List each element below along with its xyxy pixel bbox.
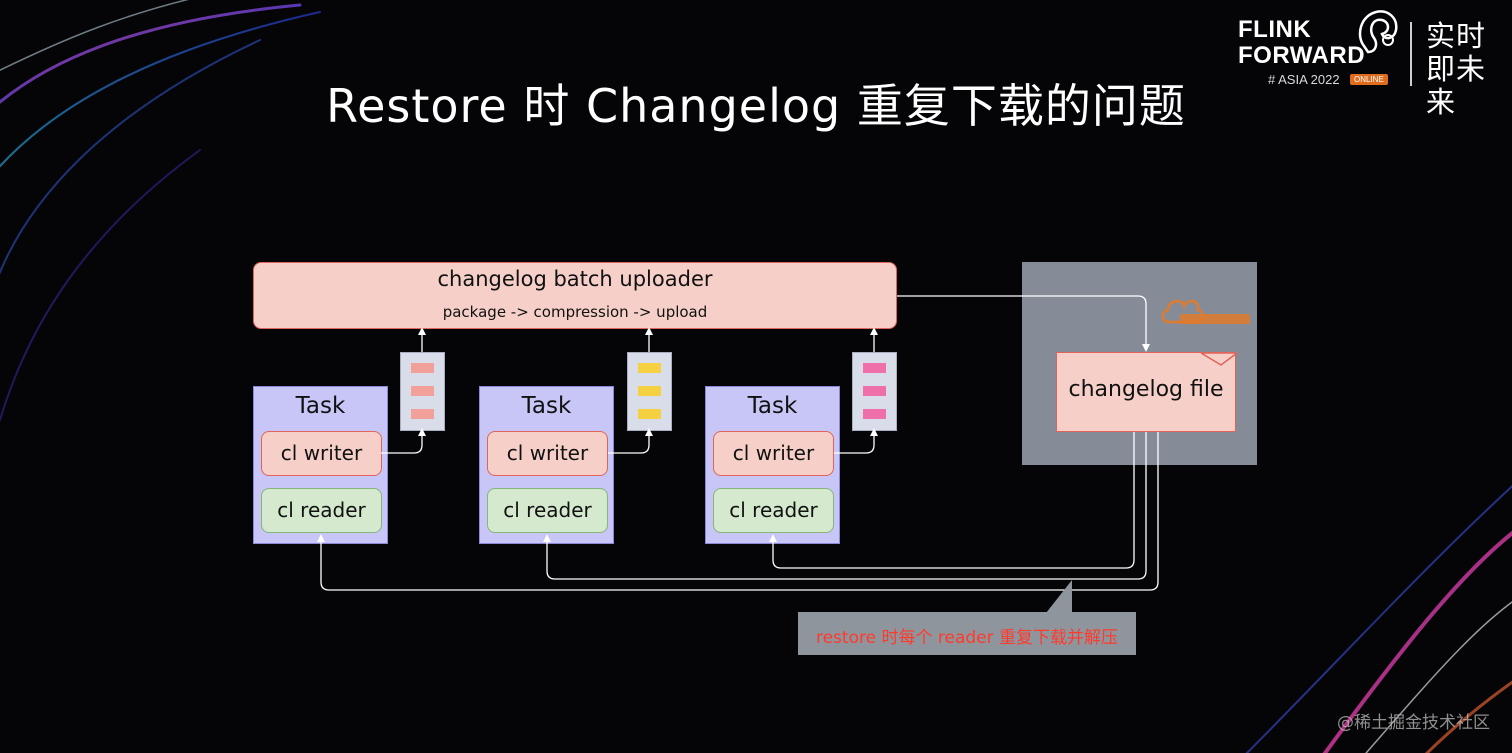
queue-item (863, 409, 886, 419)
slide-title: Restore 时 Changelog 重复下载的问题 (326, 79, 1186, 133)
task-label: Task (747, 393, 798, 419)
page-fold-icon (1201, 352, 1237, 366)
task-box-2: Task cl writer cl reader (479, 386, 614, 544)
logo-slogan: 实时即未来 (1426, 19, 1487, 119)
logo-event: # ASIA 2022 (1268, 72, 1340, 87)
task-box-3: Task cl writer cl reader (705, 386, 840, 544)
cl-writer: cl writer (487, 431, 608, 476)
cl-reader: cl reader (261, 488, 382, 533)
batch-uploader: changelog batch uploader package -> comp… (253, 262, 897, 329)
uploader-subtitle: package -> compression -> upload (442, 303, 708, 321)
task-label: Task (295, 393, 346, 419)
queue-item (638, 409, 661, 419)
task-label: Task (521, 393, 572, 419)
cl-reader: cl reader (487, 488, 608, 533)
cl-writer: cl writer (261, 431, 382, 476)
logo-forward: FORWARD (1238, 42, 1366, 69)
oss-cloud-icon (1161, 299, 1250, 324)
logo-online-badge: ONLINE (1350, 74, 1388, 85)
cl-reader: cl reader (713, 488, 834, 533)
queue-3 (852, 352, 897, 431)
cl-writer: cl writer (713, 431, 834, 476)
queue-item (863, 363, 886, 373)
queue-2 (627, 352, 672, 431)
queue-item (411, 363, 434, 373)
callout-box: restore 时每个 reader 重复下载并解压 (798, 612, 1136, 655)
flink-forward-logo: FLINK FORWARD # ASIA 2022 ONLINE 实时即未来 (1234, 10, 1504, 119)
callout-text: restore 时每个 reader 重复下载并解压 (815, 628, 1118, 648)
logo-divider (1410, 22, 1412, 86)
squirrel-icon (1358, 10, 1398, 54)
logo-flink: FLINK (1238, 16, 1312, 43)
changelog-file-label: changelog file (1068, 377, 1224, 402)
queue-item (863, 386, 886, 396)
queue-item (411, 409, 434, 419)
queue-1 (400, 352, 445, 431)
queue-item (638, 386, 661, 396)
changelog-file: changelog file (1056, 352, 1237, 432)
task-box-1: Task cl writer cl reader (253, 386, 388, 544)
queue-item (411, 386, 434, 396)
queue-item (638, 363, 661, 373)
watermark: @稀土掘金技术社区 (1337, 713, 1490, 733)
uploader-title: changelog batch uploader (437, 267, 713, 291)
